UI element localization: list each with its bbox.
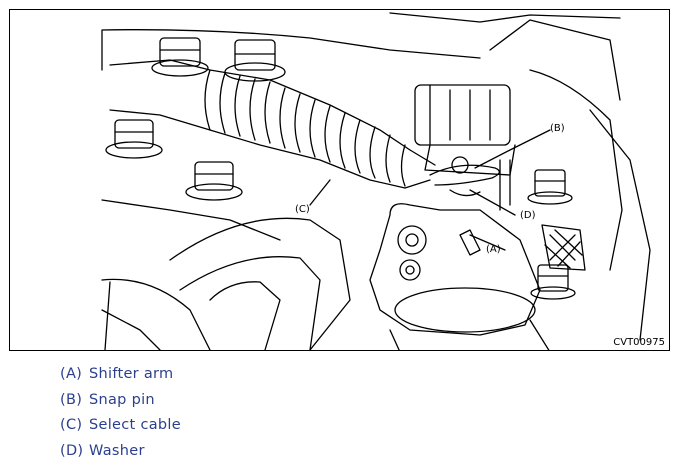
legend-label: Select cable (89, 417, 181, 433)
leader-line-d (469, 189, 516, 216)
snap-pin (429, 156, 500, 197)
lower-left-line (101, 278, 211, 350)
legend-label: Shifter arm (89, 366, 174, 382)
figure-illustration: (B) (A) (D) (C) CVT00975 (9, 9, 670, 351)
select-cable-boot (109, 59, 436, 189)
bolt-left (105, 119, 163, 159)
shift-cable-line-drawing: (B) (A) (D) (C) (101, 12, 651, 350)
legend-item-b: (B) Snap pin (60, 389, 181, 415)
callout-a: (A) (486, 244, 501, 255)
bolt-upper-center (224, 39, 286, 82)
lower-left-line-2 (101, 309, 161, 350)
legend-label: Snap pin (89, 391, 155, 408)
right-edge-line (589, 109, 651, 341)
leader-line-c (309, 179, 331, 206)
upper-contour-line (389, 12, 621, 23)
lower-housing (169, 217, 550, 350)
legend-key: (B) (60, 391, 83, 408)
left-edge-line (104, 281, 111, 350)
legend-label: Washer (89, 442, 145, 459)
figure-code: CVT00975 (613, 337, 665, 348)
callout-c: (C) (295, 204, 310, 215)
bolt-lower-right (530, 264, 576, 300)
electrical-connector (414, 84, 516, 211)
bolt-lower-left (185, 161, 243, 201)
bolt-upper-left (151, 37, 209, 77)
legend-key: (A) (60, 366, 83, 382)
legend-item-c: (C) Select cable (60, 414, 181, 440)
legend-key: (D) (60, 442, 84, 459)
housing-edge-line (529, 69, 623, 271)
bracket-outline (489, 19, 621, 101)
legend-key: (C) (60, 417, 83, 433)
leader-line-b (474, 129, 551, 169)
legend-list: (A) Shifter arm (B) Snap pin (C) Select cab… (60, 363, 181, 465)
engine-contour-line (101, 29, 481, 71)
callout-d: (D) (520, 210, 536, 221)
legend-item-a: (A) Shifter arm (60, 363, 181, 389)
leader-line-a (469, 234, 506, 251)
bolt-right (527, 169, 573, 205)
shifter-arm (369, 203, 541, 336)
legend-item-d: (D) Washer (60, 440, 181, 466)
lower-bracket-line (101, 199, 281, 241)
grille-panel (541, 224, 586, 271)
callout-b: (B) (550, 123, 565, 134)
